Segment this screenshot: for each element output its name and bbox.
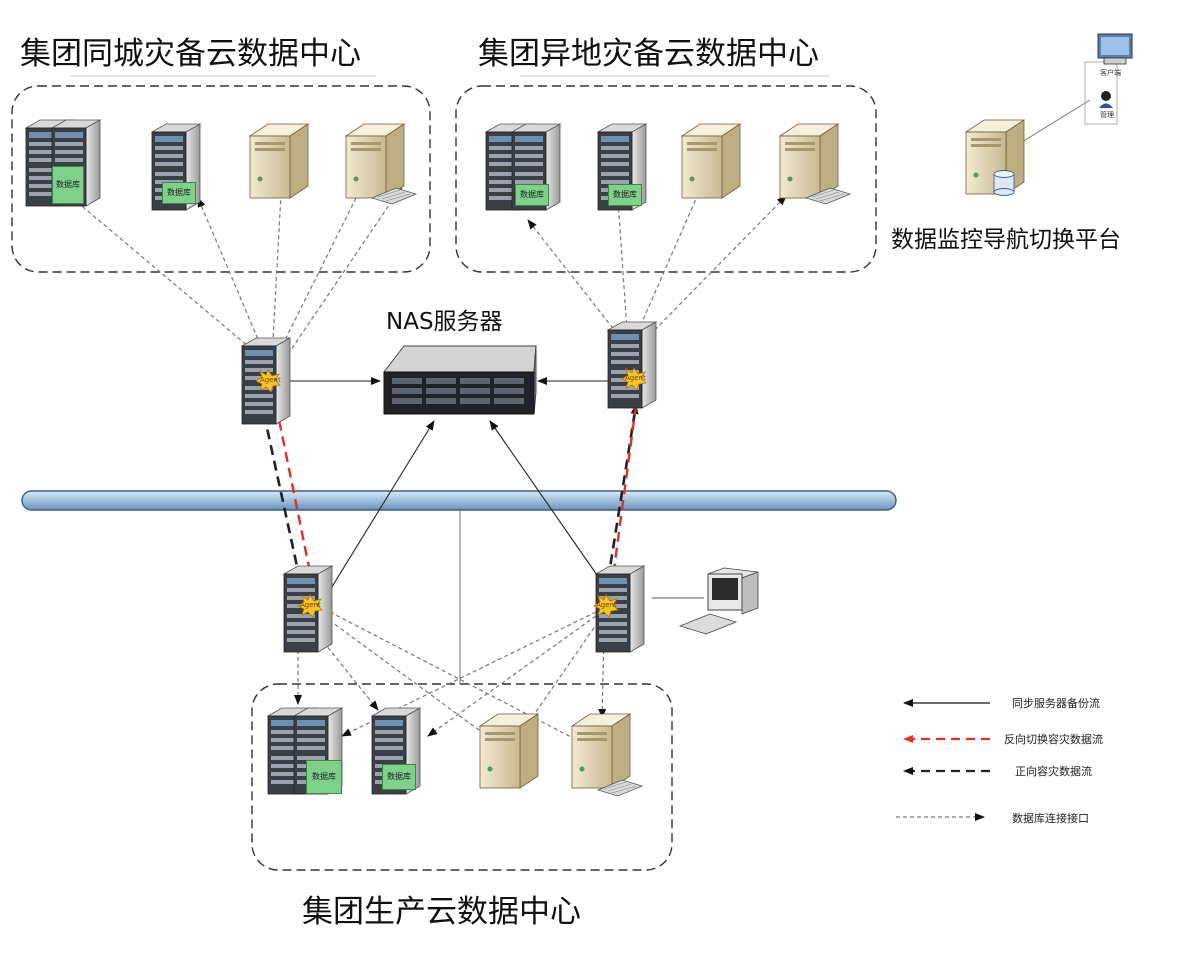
user-icon [1099,91,1113,108]
remote-agent-server [607,321,657,409]
legend-symbols [896,699,990,821]
remote-tower-1 [681,123,741,199]
nas-server [382,345,537,415]
monitor-title: 数据监控导航切换平台 [891,227,1121,253]
remote-region-frame [455,85,877,273]
production-tower-1 [479,713,539,789]
sync-backup-links [290,377,608,591]
same-city-title: 集团同城灾备云数据中心 [20,36,361,72]
db-tag-same-city-1: 数据库 [52,166,84,204]
agent-label-same-city: Agent [260,376,281,384]
same-city-region-frame [11,85,431,273]
db-tag-production-2: 数据库 [382,764,416,790]
agent-label-remote: Agent [625,374,646,382]
remote-tower-2 [779,123,839,199]
legend-label-db-link: 数据库连接接口 [1012,812,1089,825]
client-frame [1084,61,1118,125]
agent-label-production-2: Agent [596,601,617,609]
db-tag-production-1: 数据库 [306,760,342,794]
forward-dr-flows [260,404,639,581]
legend-label-forward: 正向容灾数据流 [1015,765,1092,778]
monitor-link [1021,99,1091,143]
same-city-tower-2 [345,123,405,199]
client-monitor-icon [1097,33,1133,65]
legend-label-reverse: 反向切换容灾数据流 [1004,733,1103,746]
reverse-switch-flows [274,404,638,585]
legend-label-sync: 同步服务器备份流 [1012,697,1100,710]
db-tag-same-city-2: 数据库 [162,182,196,204]
agent-label-production-1: Agent [300,601,321,609]
production-region-frame [251,683,673,871]
db-links-remote [527,159,787,346]
db-tag-remote-2: 数据库 [608,184,642,206]
same-city-tower-1 [249,123,309,199]
network-bus [21,490,897,511]
remote-title: 集团异地灾备云数据中心 [478,36,819,72]
nas-title: NAS服务器 [386,309,503,335]
monitor-db-cylinder [993,170,1015,196]
db-tag-remote-1: 数据库 [515,184,549,206]
workstation-computer [678,567,759,635]
user-label: 管理 [1100,111,1114,119]
db-links-production [294,611,607,753]
client-label: 客户端 [1100,69,1121,77]
production-title: 集团生产云数据中心 [302,894,581,930]
production-tower-2 [571,713,631,789]
